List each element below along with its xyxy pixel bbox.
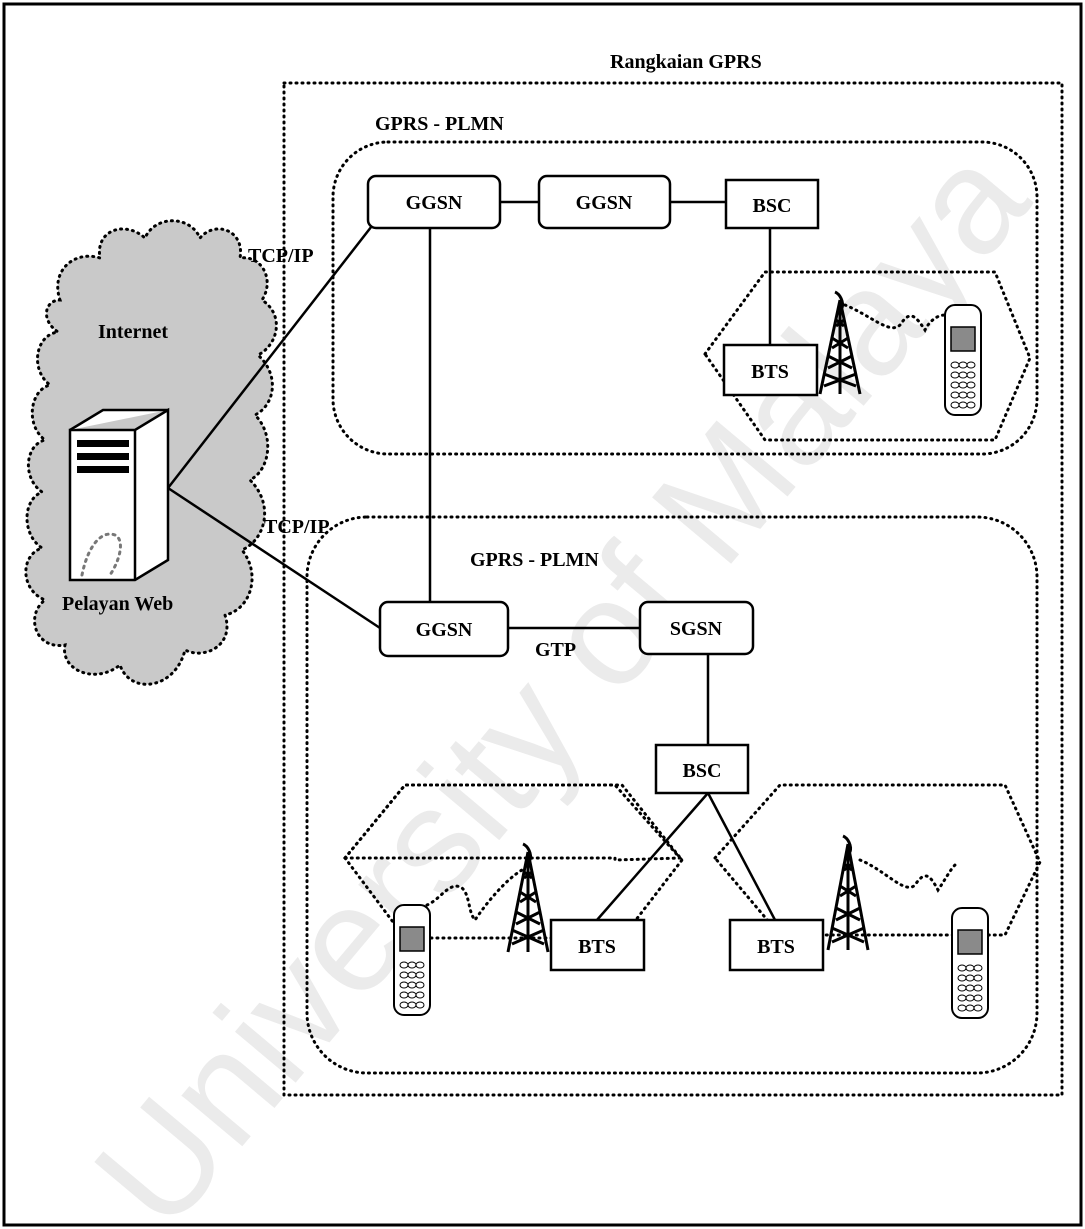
node-bottom-sgsn: SGSN <box>640 602 753 654</box>
node-bottom-bsc-label: BSC <box>683 760 722 782</box>
gprs-network-title: Rangkaian GPRS <box>610 51 762 73</box>
bottom-right-cell-area <box>715 785 1040 935</box>
node-top-ggsn-2-label: GGSN <box>576 192 633 214</box>
node-top-bsc-label: BSC <box>753 195 792 217</box>
gtp-label: GTP <box>535 639 576 661</box>
node-top-bts-label: BTS <box>751 361 789 383</box>
tcpip-bottom-label: TCP/IP <box>264 516 330 538</box>
node-top-ggsn-1: GGSN <box>368 176 500 228</box>
web-server-label: Pelayan Web <box>62 593 173 615</box>
top-mobile-phone-icon <box>945 305 981 415</box>
node-top-bts: BTS <box>724 345 817 395</box>
plmn-bottom-title: GPRS - PLMN <box>470 549 599 571</box>
tcpip-top-label: TCP/IP <box>248 245 314 267</box>
node-bottom-ggsn-label: GGSN <box>416 619 473 641</box>
bottom-left-mobile-phone-icon <box>394 905 430 1015</box>
web-server-icon <box>70 410 168 580</box>
node-top-bsc: BSC <box>726 180 818 228</box>
bottom-right-radio-link <box>860 860 955 890</box>
bottom-right-mobile-phone-icon <box>952 908 988 1018</box>
plmn-top-title: GPRS - PLMN <box>375 113 504 135</box>
bottom-right-antenna-icon <box>828 836 868 950</box>
node-bottom-sgsn-label: SGSN <box>670 618 723 640</box>
link-bsc-bts-left <box>597 793 708 920</box>
node-bottom-bts-right: BTS <box>730 920 823 970</box>
internet-label: Internet <box>98 321 168 343</box>
node-bottom-bsc: BSC <box>656 745 748 793</box>
node-top-ggsn-2: GGSN <box>539 176 670 228</box>
node-bottom-bts-right-label: BTS <box>757 936 795 958</box>
node-top-ggsn-1-label: GGSN <box>406 192 463 214</box>
node-bottom-ggsn: GGSN <box>380 602 508 656</box>
node-bottom-bts-left: BTS <box>551 920 644 970</box>
link-bsc-bts-right <box>708 793 775 920</box>
node-bottom-bts-left-label: BTS <box>578 936 616 958</box>
